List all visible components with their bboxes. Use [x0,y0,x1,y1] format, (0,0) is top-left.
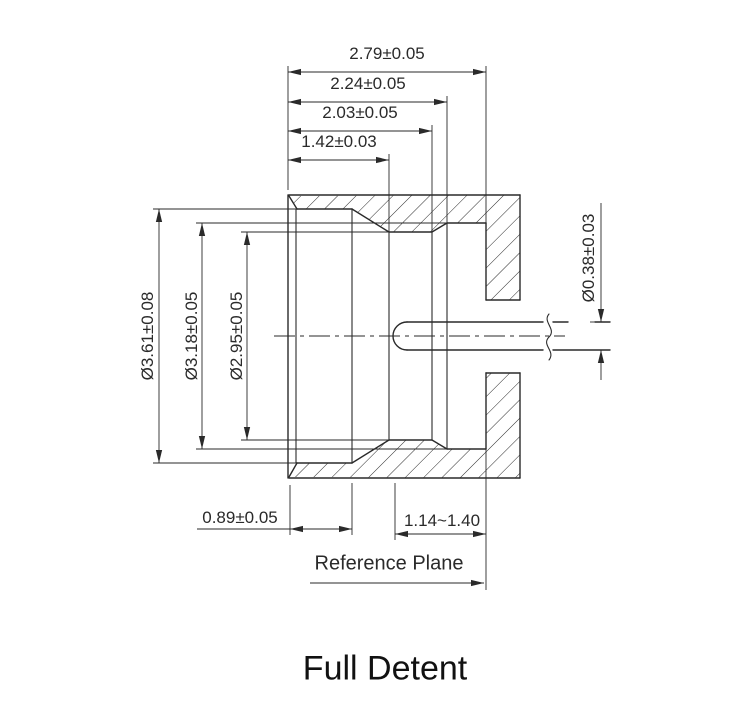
drawing-title: Full Detent [302,649,468,688]
dim-label-dia-3-18: Ø3.18±0.05 [182,291,201,381]
dim-label-1-42: 1.42±0.03 [301,132,377,151]
dim-label-dia-0-38: Ø0.38±0.03 [579,213,598,303]
dim-label-1-14: 1.14~1.40 [403,511,481,530]
dim-label-dia-3-61: Ø3.61±0.08 [138,291,157,381]
extension-lines [153,66,605,590]
reference-plane-label: Reference Plane [314,552,464,575]
dim-label-dia-2-95: Ø2.95±0.05 [227,291,246,381]
dim-label-2-79: 2.79±0.05 [349,44,425,63]
center-pin [392,313,611,361]
pin-break-symbol [546,313,552,361]
dim-label-0-89: 0.89±0.05 [202,508,278,527]
dim-label-2-03: 2.03±0.05 [322,103,398,122]
body-hatching [289,195,520,478]
dimension-lines [155,68,605,587]
dim-label-2-24: 2.24±0.05 [330,74,406,93]
body-outline [287,194,521,479]
